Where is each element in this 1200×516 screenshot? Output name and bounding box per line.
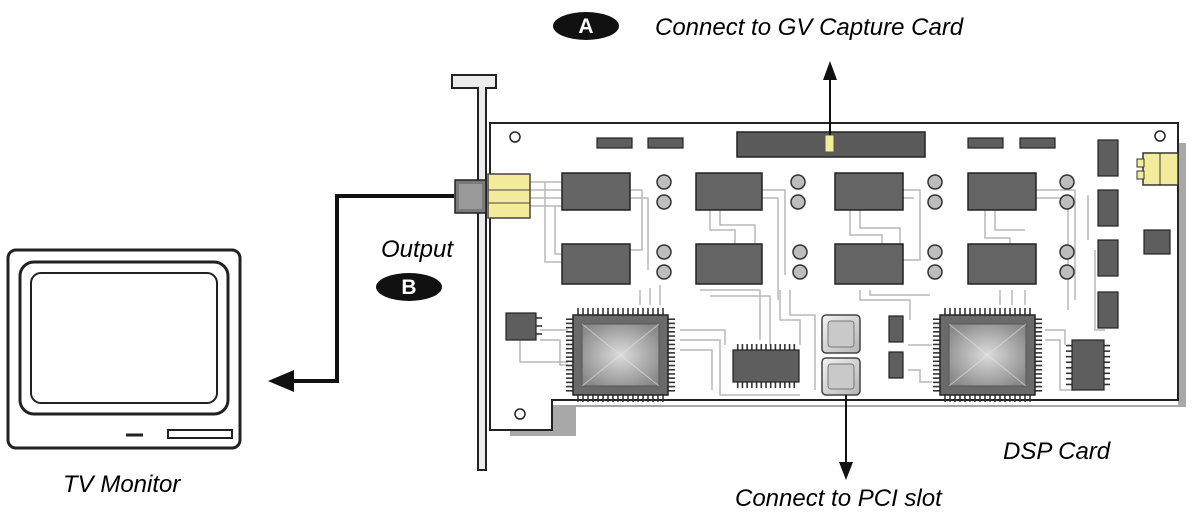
soic-chip [732, 344, 800, 388]
memory-chip [834, 172, 904, 211]
capacitors [656, 174, 1075, 280]
component-vertical [1097, 239, 1119, 277]
dsp-processor-chip [933, 308, 1042, 402]
memory-chip [695, 243, 763, 285]
badge-a: A [553, 12, 619, 40]
circuit-traces [519, 181, 1105, 396]
memory-chip [967, 243, 1037, 285]
memory-chip [561, 243, 631, 285]
badge-b-text: B [401, 276, 416, 299]
connector-pin-1-marker [824, 134, 835, 153]
label-connect-capture-card: Connect to GV Capture Card [655, 14, 964, 41]
header-small [1019, 137, 1056, 149]
badge-a-text: A [578, 15, 593, 38]
component-vertical [1097, 139, 1119, 177]
label-output: Output [381, 236, 454, 263]
card-shadow [510, 143, 1186, 436]
capture-arrow-head [823, 61, 837, 80]
header-small [647, 137, 684, 149]
pci-bracket [451, 74, 497, 471]
output-cable [292, 194, 454, 383]
small-square-chip [1143, 229, 1171, 255]
memory-chip [834, 243, 904, 285]
label-connect-pci-slot: Connect to PCI slot [735, 485, 943, 512]
small-chip [505, 312, 542, 341]
memory-chip [561, 172, 631, 211]
component-vertical [1097, 189, 1119, 227]
component-vertical [888, 351, 904, 379]
mount-hole [1154, 130, 1166, 142]
mount-hole [509, 131, 521, 143]
component-vertical [888, 315, 904, 343]
mount-hole [514, 408, 526, 420]
memory-chip [695, 172, 763, 211]
dsp-processor-chip [566, 308, 675, 402]
badge-b: B [376, 273, 442, 301]
output-arrow-head [268, 370, 294, 392]
soic-chip [1066, 339, 1110, 391]
header-small [596, 137, 633, 149]
memory-chip [967, 172, 1037, 211]
pci-arrow-head [839, 462, 853, 480]
header-small [967, 137, 1004, 149]
tv-monitor-icon [6, 248, 242, 450]
pci-bridge-component [821, 357, 861, 396]
label-dsp-card: DSP Card [1003, 438, 1111, 465]
jumper-connector [1136, 152, 1179, 186]
video-output-connector [454, 173, 531, 219]
pci-bridge-component [821, 314, 861, 354]
component-vertical [1097, 291, 1119, 329]
label-tv-monitor: TV Monitor [63, 471, 181, 498]
